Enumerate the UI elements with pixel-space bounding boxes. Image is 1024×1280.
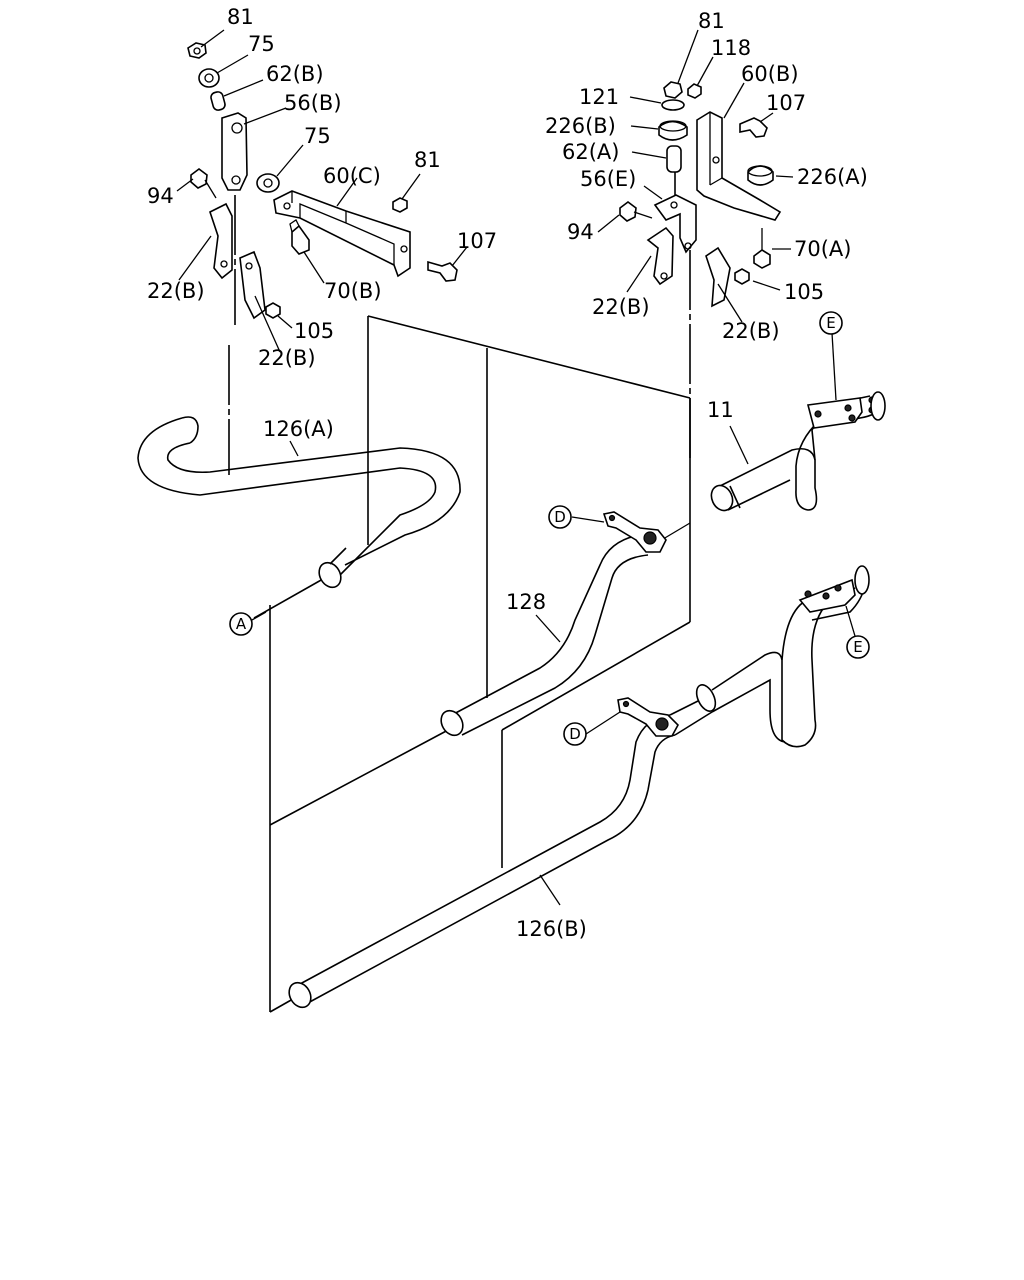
callout-e-top: E (819, 311, 843, 335)
slip-joint (695, 684, 717, 712)
left-mount-assembly (176, 29, 468, 475)
nut-81-small (392, 197, 408, 213)
nut-105-right (734, 268, 750, 285)
label-60b: 60(B) (741, 62, 799, 86)
svg-text:E: E (853, 638, 862, 656)
label-128: 128 (506, 590, 546, 614)
label-22b-left-b: 22(B) (258, 346, 316, 370)
bracket-56b (221, 112, 248, 191)
clamp-22b-left-b (239, 250, 266, 320)
label-107-right: 107 (766, 91, 806, 115)
pipe-leader-lines (251, 332, 856, 906)
label-81-right: 81 (698, 9, 725, 33)
label-81-small: 81 (414, 148, 441, 172)
clamp-22b-right-a (646, 226, 674, 286)
label-62b-left: 62(B) (266, 62, 324, 86)
label-22b-right-b: 22(B) (722, 319, 780, 343)
label-11: 11 (707, 398, 734, 422)
label-62a: 62(A) (562, 140, 619, 164)
assembly-guide-lines (253, 315, 691, 1013)
pipe-126a (137, 416, 461, 589)
bolt-70b (291, 224, 310, 255)
label-126a: 126(A) (263, 417, 334, 441)
bushing-75-lower (256, 173, 280, 193)
callout-d-bottom: D (563, 722, 587, 746)
washer-121 (661, 99, 685, 111)
nut-105-left (265, 302, 281, 319)
bracket-60b (696, 111, 782, 221)
label-56e: 56(E) (580, 167, 636, 191)
label-70a: 70(A) (794, 237, 851, 261)
svg-text:D: D (554, 508, 566, 526)
bolt-107-right (739, 117, 768, 138)
label-70b: 70(B) (324, 279, 382, 303)
pipe-11 (710, 391, 886, 512)
bolt-70a (753, 249, 771, 269)
pipe-126b (288, 565, 870, 1009)
label-107-left: 107 (457, 229, 497, 253)
svg-text:D: D (569, 725, 581, 743)
label-81-left: 81 (227, 5, 254, 29)
bolt-107-left (427, 260, 458, 282)
bracket-56e (653, 194, 697, 254)
label-105-right: 105 (784, 280, 824, 304)
label-22b-left-a: 22(B) (147, 279, 205, 303)
label-118: 118 (711, 36, 751, 60)
svg-text:E: E (826, 314, 835, 332)
label-226a: 226(A) (797, 165, 868, 189)
bolt-94-left (190, 168, 208, 189)
label-56b: 56(B) (284, 91, 342, 115)
label-126b: 126(B) (516, 917, 587, 941)
bolt-94-right (619, 201, 637, 222)
callout-e-bottom: E (846, 635, 870, 659)
label-121: 121 (579, 85, 619, 109)
svg-text:A: A (236, 615, 247, 633)
right-mount-assembly (597, 29, 794, 460)
nut-81-right (663, 81, 683, 99)
label-226b: 226(B) (545, 114, 616, 138)
label-94-left: 94 (147, 184, 174, 208)
label-75-top: 75 (248, 32, 275, 56)
label-75-lower: 75 (304, 124, 331, 148)
label-22b-right-a: 22(B) (592, 295, 650, 319)
label-105-left: 105 (294, 319, 334, 343)
label-94-right: 94 (567, 220, 594, 244)
clamp-22b-right-b (705, 246, 731, 308)
callout-a: A (229, 612, 253, 636)
nut-118 (687, 83, 702, 99)
collar-62a (666, 145, 682, 173)
callout-d-top: D (548, 505, 572, 529)
collar-62b-left (210, 91, 226, 111)
bushing-75-top (198, 68, 220, 88)
label-60c: 60(C) (323, 164, 381, 188)
pipe-128 (440, 511, 667, 737)
bracket-60c (273, 190, 411, 278)
part-labels: 81 75 62(B) 56(B) 75 94 60(C) 81 107 70(… (147, 5, 868, 941)
clamp-22b-left-a (209, 202, 233, 280)
